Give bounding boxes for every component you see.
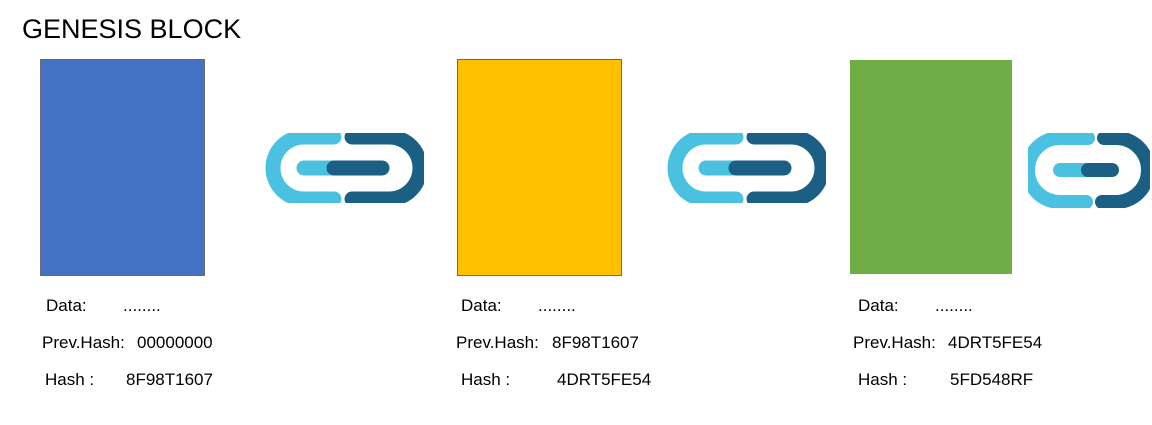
block-3: [850, 60, 1012, 274]
block-2-data-value: ........: [538, 296, 576, 315]
block-3-prev-hash-value: 4DRT5FE54: [948, 333, 1043, 352]
chain-link-icon: [1028, 133, 1150, 208]
block-2-hash-label: Hash :: [461, 370, 511, 389]
block-1-data-value: ........: [123, 296, 161, 315]
block-1-hash-value: 8F98T1607: [126, 370, 213, 389]
block-2-prev-hash-label: Prev.Hash:: [456, 333, 539, 352]
block-3-data-value: ........: [935, 296, 973, 315]
block-3-prev-hash-label: Prev.Hash:: [853, 333, 936, 352]
chain-link-icon: [265, 133, 424, 203]
block-3-data-label: Data:: [858, 296, 899, 315]
block-2-prev-hash-value: 8F98T1607: [552, 333, 639, 352]
block-2: [457, 59, 622, 276]
block-1-prev-hash-label: Prev.Hash:: [42, 333, 125, 352]
block-3-hash-label: Hash :: [858, 370, 908, 389]
block-1-prev-hash-value: 00000000: [137, 333, 213, 352]
block-1-hash-label: Hash :: [45, 370, 95, 389]
block-1: [40, 59, 205, 276]
chain-link-icon: [667, 133, 826, 203]
diagram-title: GENESIS BLOCK: [22, 14, 242, 44]
block-1-data-label: Data:: [46, 296, 87, 315]
block-2-data-label: Data:: [461, 296, 502, 315]
block-3-hash-value: 5FD548RF: [950, 370, 1034, 389]
block-2-hash-value: 4DRT5FE54: [557, 370, 652, 389]
